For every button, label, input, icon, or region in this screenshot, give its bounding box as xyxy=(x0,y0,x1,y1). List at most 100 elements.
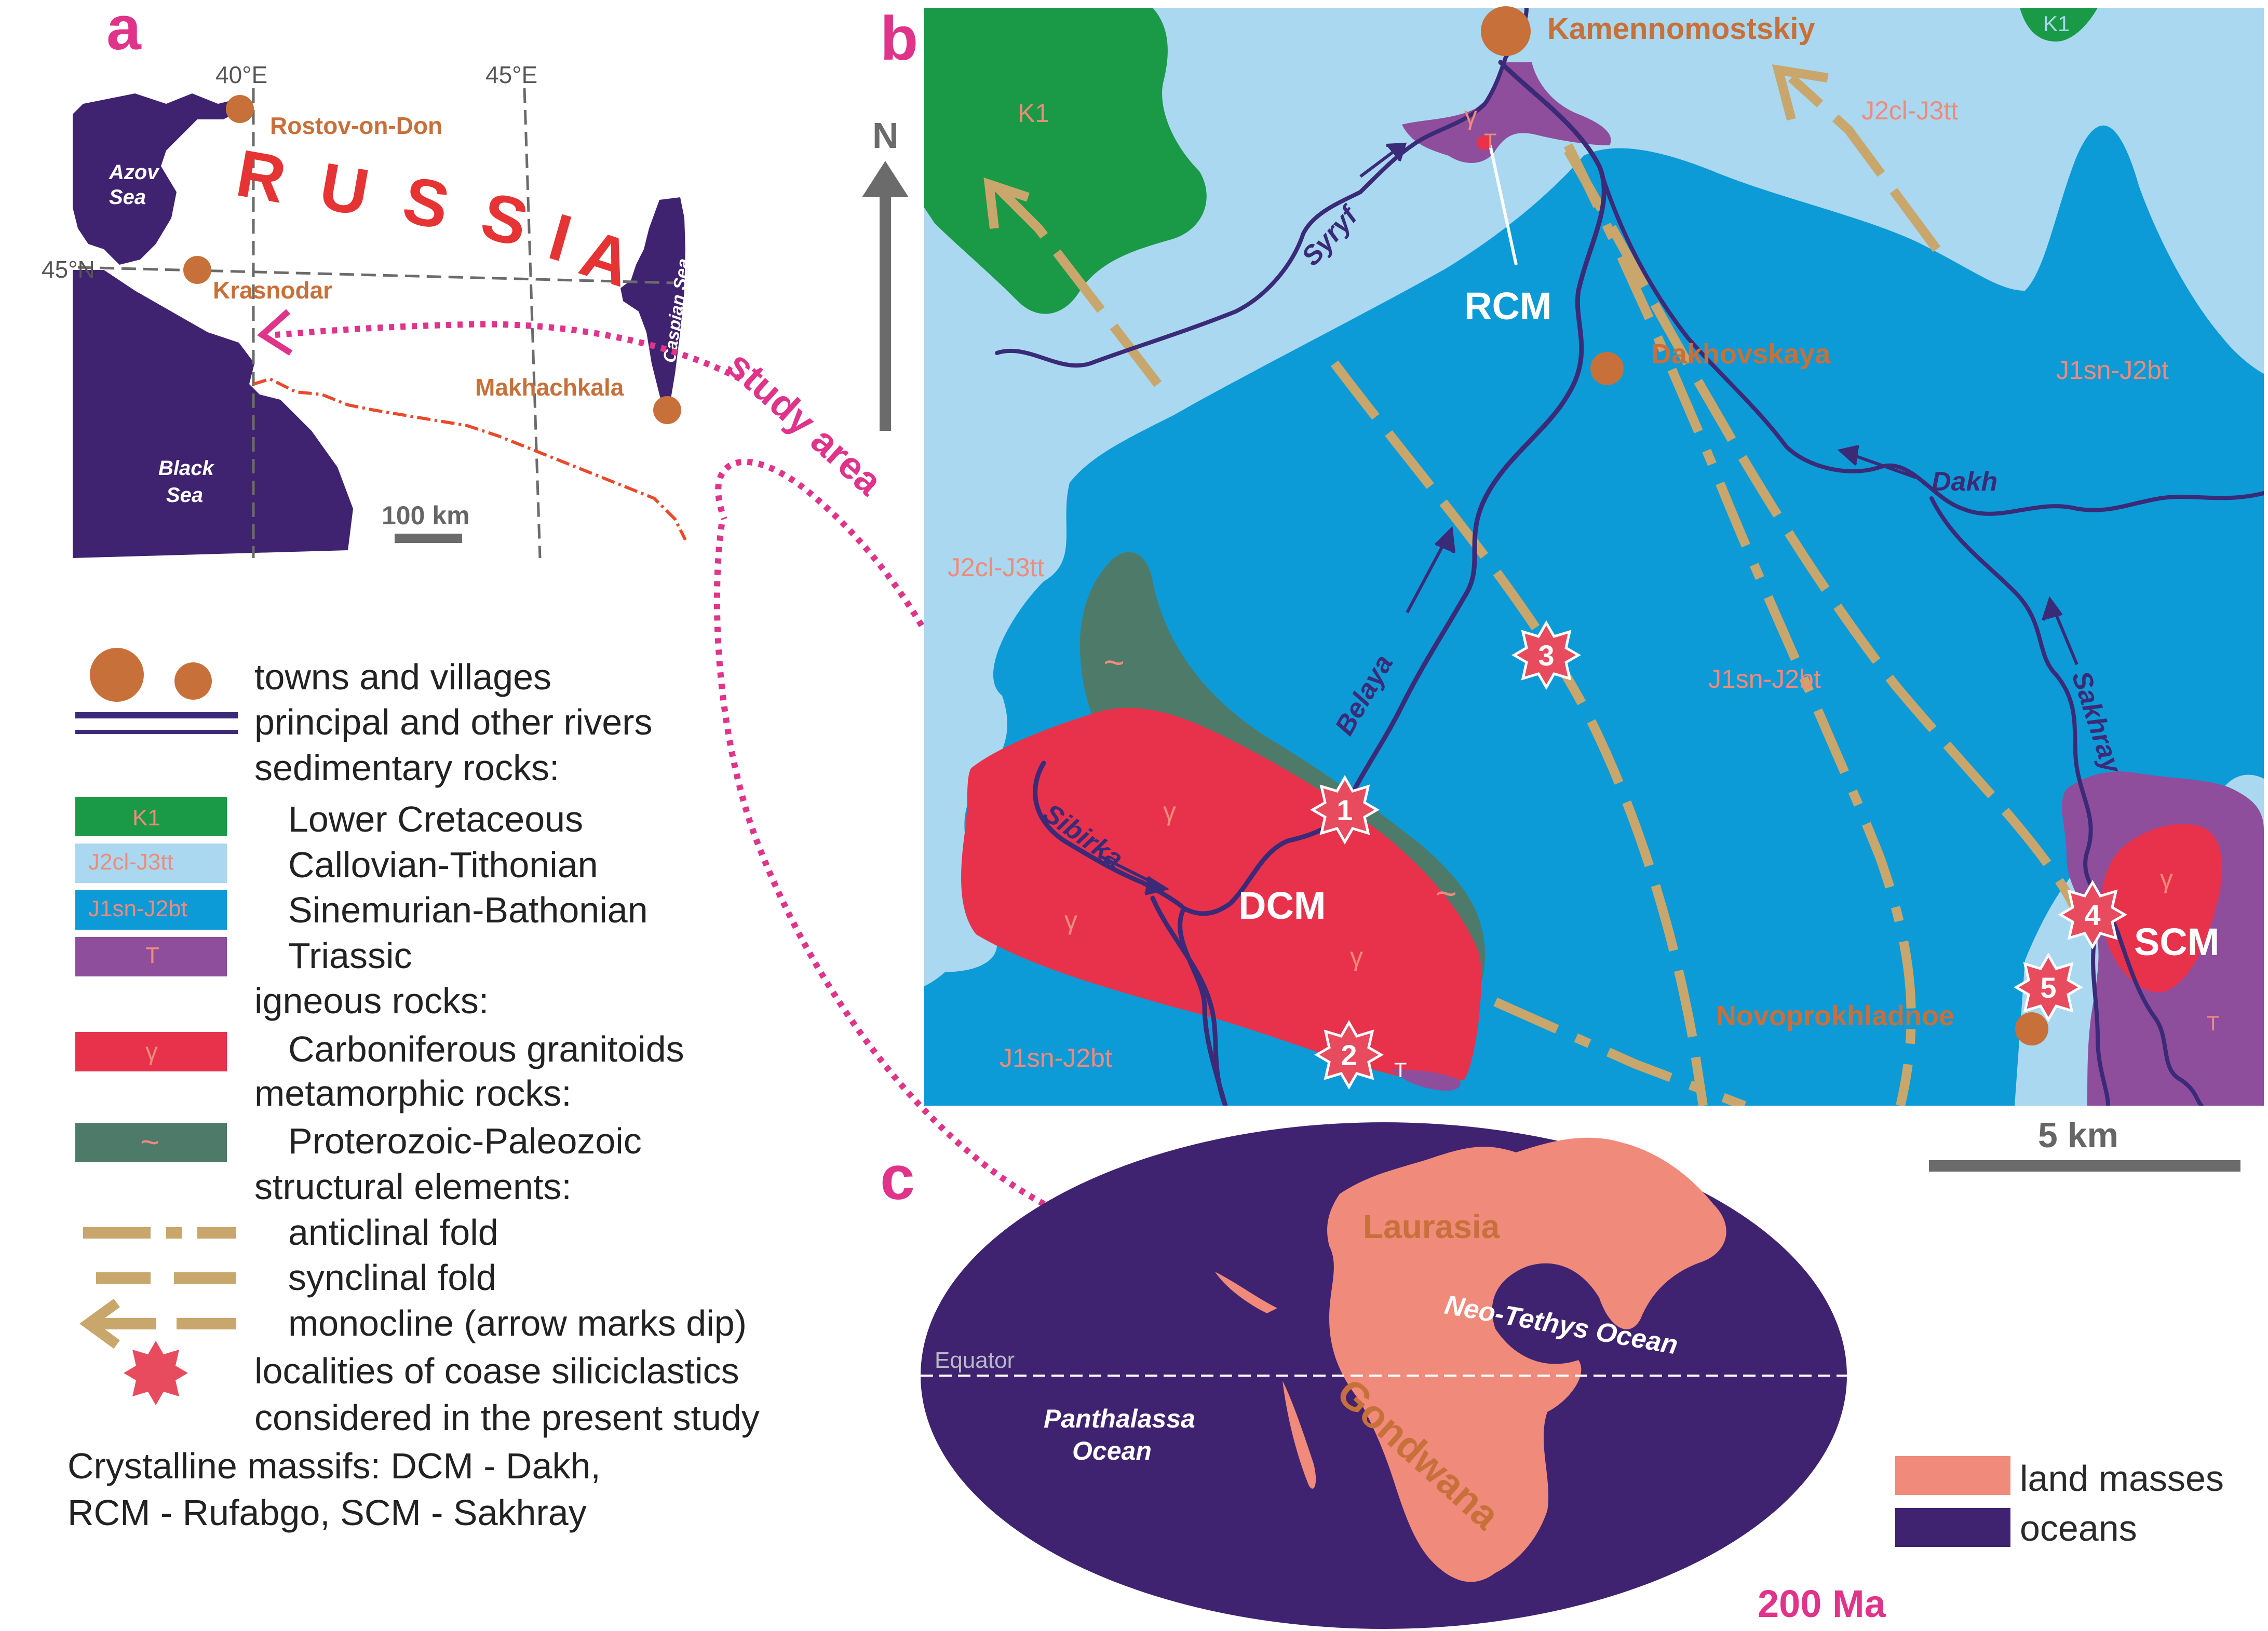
locality-star xyxy=(1511,620,1581,690)
legend-j1-label: Sinemurian-Bathonian xyxy=(288,890,648,930)
river-dakh xyxy=(1597,164,2264,516)
locality-1: 1 xyxy=(1310,774,1380,845)
monocline-ne xyxy=(1788,74,1941,252)
azov-sea-label: Azov Sea xyxy=(109,161,165,209)
legend-j1-symbol: J1sn-J2bt xyxy=(88,896,187,921)
north-arrow-head xyxy=(862,161,909,197)
map-label-j2-ne: J2cl-J3tt xyxy=(1861,96,1958,125)
unit-granite-dcm xyxy=(961,708,1481,1082)
legend-granite-symbol: γ xyxy=(145,1038,158,1066)
map-label-j1-sw: J1sn-J2bt xyxy=(1000,1043,1112,1072)
map-label-j2-w: J2cl-J3tt xyxy=(948,553,1044,582)
locality-number: 2 xyxy=(1341,1039,1357,1071)
legend-massifs-label-1: Crystalline massifs: DCM - Dakh, xyxy=(68,1446,601,1486)
rivers xyxy=(995,8,2264,1106)
map-label-meta-1: ~ xyxy=(1103,642,1125,683)
dakhovskaya-label: Dakhovskaya xyxy=(1651,338,1831,370)
panel-c-globe: Equator Laurasia Gondwana Neo-Tethys Oce… xyxy=(921,1122,2224,1629)
map-label-meta-2: ~ xyxy=(1436,873,1457,914)
locality-2: 2 xyxy=(1314,1020,1384,1090)
lon-40-label: 40°E xyxy=(215,61,267,88)
unit-triassic-rcm xyxy=(1402,62,1611,163)
locality-number: 4 xyxy=(2084,899,2100,931)
legend-j2-symbol: J2cl-J3tt xyxy=(88,849,173,875)
river-sibirka-down xyxy=(1150,895,1228,1106)
novoprokhladnoe-dot xyxy=(2015,1012,2048,1045)
parallel-45 xyxy=(77,266,676,284)
legend-massifs-label-2: RCM - Rufabgo, SCM - Sakhray xyxy=(68,1492,587,1533)
kamennomostskiy-dot xyxy=(1481,6,1531,56)
panthalassa-label: Panthalassa Ocean xyxy=(1044,1404,1203,1465)
krasnodar-dot xyxy=(183,256,211,284)
novoprokhladnoe-label: Novoprokhladnoe xyxy=(1716,1000,1954,1031)
unit-triassic-dcm xyxy=(1392,1069,1461,1091)
monocline-ne-arrowhead xyxy=(1772,64,1829,121)
locality-star xyxy=(1314,1020,1384,1090)
legend-syncline-label: synclinal fold xyxy=(288,1257,496,1298)
study-area-arrowhead-a xyxy=(257,309,293,356)
locality-star xyxy=(2058,879,2127,950)
state-border xyxy=(253,377,687,541)
map-label-gamma-1: γ xyxy=(1163,797,1176,826)
black-sea xyxy=(73,270,353,558)
river-sakhray-branch xyxy=(2091,922,2110,1106)
river-sakhray xyxy=(1929,496,2204,1106)
legend-anticline-label: anticlinal fold xyxy=(288,1212,498,1253)
map-label-j1-c: J1sn-J2bt xyxy=(1708,664,1821,694)
legend-j2-label: Callovian-Tithonian xyxy=(288,845,598,885)
legend-meta-symbol: ~ xyxy=(140,1123,159,1161)
legend-localities-label-2: considered in the present study xyxy=(254,1397,760,1438)
legend-t-swatch xyxy=(75,937,227,976)
laurasia-label: Laurasia xyxy=(1363,1208,1500,1245)
panel-label-a: a xyxy=(106,0,142,63)
map-label-j1-e: J1sn-J2bt xyxy=(2056,356,2169,385)
azov-word-1: Azov xyxy=(109,161,160,184)
legend-ign-header: igneous rocks: xyxy=(254,981,489,1021)
legend-k1-swatch xyxy=(75,797,227,836)
rostov-dot xyxy=(226,95,254,123)
makhachkala-dot xyxy=(653,396,681,424)
azov-word-2: Sea xyxy=(109,186,146,209)
black-sea-label: Black Sea xyxy=(158,457,220,507)
legend-granite-label: Carboniferous granitoids xyxy=(288,1029,684,1069)
localities: 1 2 3 4 5 xyxy=(1310,620,2127,1090)
dakhovskaya-dot xyxy=(1590,352,1624,385)
monocline-nw-arrowhead xyxy=(983,177,1030,229)
legend-k1-symbol: K1 xyxy=(132,805,160,831)
locality-number: 1 xyxy=(1336,794,1353,826)
map-label-t-dcm: T xyxy=(1394,1059,1407,1082)
age-label: 200 Ma xyxy=(1758,1582,1886,1625)
azov-sea xyxy=(73,93,244,265)
river-main xyxy=(1181,60,1607,916)
panthalassa-word-1: Panthalassa xyxy=(1044,1404,1195,1433)
lon-45-label: 45°E xyxy=(485,61,537,88)
study-area-link-b xyxy=(715,458,925,628)
map-label-gamma-rcm: γ xyxy=(1464,101,1477,130)
locality-star xyxy=(1310,774,1380,845)
legend-meta-header: metamorphic rocks: xyxy=(254,1073,572,1113)
legend-struct-header: structural elements: xyxy=(254,1166,572,1207)
legend-land-swatch xyxy=(1895,1456,2010,1495)
map-label-t-scm: T xyxy=(2207,1012,2219,1035)
main-legend: towns and villages principal and other r… xyxy=(68,648,760,1533)
legend-monocline-label: monocline (arrow marks dip) xyxy=(288,1303,747,1343)
massif-rcm-label: RCM xyxy=(1464,284,1552,328)
legend-j2-swatch xyxy=(75,844,227,883)
legend-j1-swatch xyxy=(75,890,227,930)
legend-monocline-arrowhead xyxy=(79,1298,120,1349)
river-flow-arrows xyxy=(1100,142,2078,895)
legend-locality-star xyxy=(124,1341,188,1405)
legend-localities-label-1: localities of coase siliciclastics xyxy=(254,1351,739,1391)
sakhray-arrowhead xyxy=(2042,596,2063,621)
legend-land-label: land masses xyxy=(2020,1458,2224,1499)
panel-b-map: N Kamennomostskiy Dakhovskaya Novoprokhl… xyxy=(862,6,2264,1172)
unit-k1-area xyxy=(924,8,1207,314)
syncline-axis-east xyxy=(1564,148,2087,926)
sibirka-arrowhead xyxy=(1144,876,1170,895)
equator-label: Equator xyxy=(935,1348,1015,1373)
unit-k1-small xyxy=(2020,8,2098,42)
makhachkala-label: Makhachkala xyxy=(475,374,624,401)
panthalassa-word-2: Ocean xyxy=(1072,1436,1152,1465)
legend-t-label: Triassic xyxy=(288,935,412,976)
syncline-axis-central xyxy=(1330,360,1708,1106)
